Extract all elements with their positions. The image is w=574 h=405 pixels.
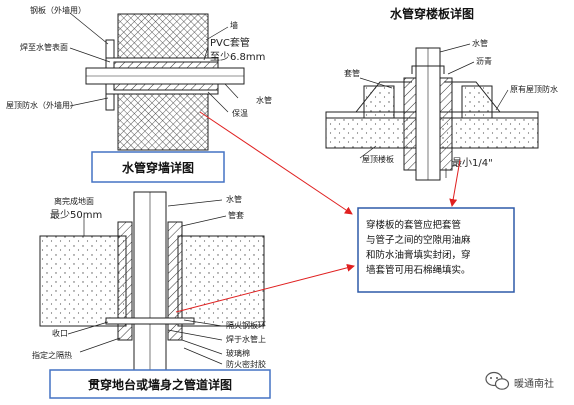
wechat-icon [485, 371, 510, 390]
watermark-text: 暖通南社 [514, 377, 554, 390]
label-steel-plate: 钢板（外墙用） [30, 5, 86, 15]
label-floor-water-pipe: 水管 [472, 38, 488, 48]
watermark: 暖通南社 [485, 371, 554, 390]
platform-detail: 离完成地面 最少50mm 水管 管套 收口 隔火钢板环 焊于水管上 玻璃棉 防火… [32, 191, 271, 399]
platform-sleeve-right [167, 221, 183, 341]
note-line-2: 与管子之间的空隙用油麻 [366, 234, 471, 246]
floor-detail-title: 水管穿楼板详图 [390, 6, 474, 21]
label-asphalt: 沥青 [476, 56, 492, 66]
arrow-from-platform [175, 263, 355, 313]
label-weld-surface: 焊至水管表面 [20, 42, 68, 52]
arrow-from-floor [449, 159, 461, 207]
wall-detail-title-box [91, 151, 225, 183]
label-min-50: 最少50mm [50, 209, 102, 221]
wall-detail: 钢板（外墙用） 焊至水管表面 屋顶防水（外墙用） 墙 PVC套管 至少6.8mm… [6, 5, 272, 183]
label-fire-ring: 隔火钢板环 [226, 320, 266, 330]
note-frame [357, 207, 515, 293]
curb-right [461, 85, 493, 119]
label-insulation: 保温 [232, 108, 248, 118]
slab-left [39, 235, 127, 327]
label-roof-waterproof: 屋顶防水（外墙用） [6, 100, 78, 110]
slab-right [177, 235, 265, 327]
label-glass-wool: 玻璃棉 [226, 348, 250, 358]
label-roof-slab: 屋顶楼板 [362, 154, 394, 164]
note-box: 穿楼板的套管应把套管 与管子之间的空隙用油麻 和防水油膏填实封闭，穿 墙套管可用… [357, 207, 515, 293]
arrow-from-wall [199, 111, 353, 215]
note-line-3: 和防水油膏填实封闭，穿 [366, 249, 471, 261]
collar-ring [105, 317, 195, 325]
label-collar: 收口 [52, 328, 68, 338]
label-sleeve: 套管 [344, 68, 360, 78]
label-thickness: 至少6.8mm [210, 51, 265, 63]
label-existing-waterproof: 原有屋顶防水 [510, 84, 558, 94]
note-line-1: 穿楼板的套管应把套管 [366, 219, 461, 231]
label-fire-insulation: 指定之隔热 [32, 350, 72, 360]
label-wall: 墙 [230, 20, 238, 30]
label-finished-floor: 离完成地面 [54, 196, 94, 206]
platform-sleeve-left [117, 221, 133, 341]
label-min-gap: 最小1/4" [452, 157, 493, 169]
platform-detail-title: 贯穿地台或墙身之管道详图 [88, 377, 232, 392]
curb-left [363, 85, 395, 119]
label-fire-sealant: 防火密封胶 [226, 359, 266, 369]
label-pvc-sleeve: PVC套管 [210, 36, 250, 49]
label-weld-pipe: 焊于水管上 [226, 334, 266, 344]
floor-detail: 水管穿楼板详图 水管 沥青 套管 原有屋顶防水 屋顶楼板 最小1/4" [325, 6, 558, 181]
platform-detail-title-box [49, 369, 271, 399]
note-line-4: 墙套管可用石棉绳填实。 [366, 264, 471, 276]
red-arrows [175, 111, 461, 313]
wall-detail-title: 水管穿墙详图 [122, 160, 194, 175]
label-water-pipe: 水管 [256, 95, 272, 105]
label-platform-water-pipe: 水管 [226, 194, 242, 204]
label-platform-sleeve: 管套 [228, 210, 244, 220]
